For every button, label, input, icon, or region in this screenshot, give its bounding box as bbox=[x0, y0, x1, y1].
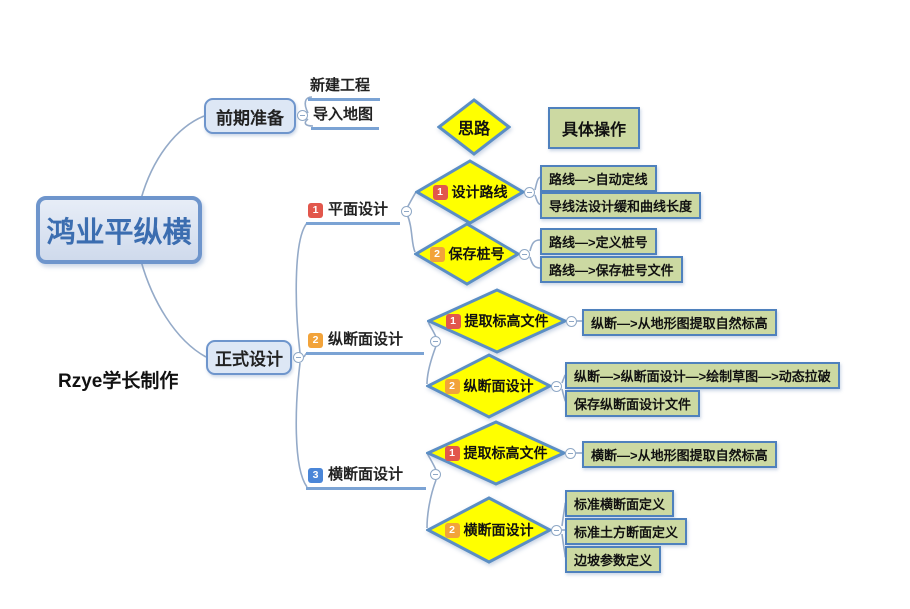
topic-new-project[interactable]: 新建工程 bbox=[308, 77, 380, 101]
op-save-profile-file-label: 保存纵断面设计文件 bbox=[574, 397, 692, 412]
collapse-handle[interactable] bbox=[524, 187, 535, 198]
op-save-profile-file[interactable]: 保存纵断面设计文件 bbox=[565, 390, 701, 417]
collapse-handle[interactable] bbox=[551, 525, 562, 536]
diamond-shape bbox=[426, 420, 566, 486]
diamond-extract-elevation-profile-label: 提取标高文件 bbox=[464, 313, 549, 329]
op-auto-route[interactable]: 路线—>自动定线 bbox=[540, 165, 657, 192]
minus-icon bbox=[527, 191, 532, 194]
branch-formal-design-label: 正式设计 bbox=[215, 350, 283, 369]
step-badge: 2 bbox=[444, 378, 460, 394]
branch-formal-design-node[interactable]: 正式设计 bbox=[206, 340, 292, 375]
section-badge: 1 bbox=[308, 202, 323, 218]
diamond-profile-design-label: 纵断面设计 bbox=[463, 378, 534, 394]
op-standard-cross-section-label: 标准横断面定义 bbox=[574, 497, 666, 512]
diamond-cross-section-design[interactable]: 2 横断面设计 bbox=[426, 496, 552, 564]
section-profile-design-label: 纵断面设计 bbox=[328, 331, 404, 348]
collapse-handle[interactable] bbox=[293, 352, 304, 363]
op-define-stake[interactable]: 路线—>定义桩号 bbox=[540, 228, 657, 255]
diamond-shape bbox=[426, 496, 552, 564]
diamond-shape bbox=[427, 288, 567, 354]
diamond-extract-elevation-profile[interactable]: 1 提取标高文件 bbox=[427, 288, 567, 354]
step-badge: 2 bbox=[444, 522, 460, 538]
branch-preparation-label: 前期准备 bbox=[216, 108, 284, 128]
watermark-text: Rzye学长制作 bbox=[58, 371, 179, 392]
diamond-profile-design[interactable]: 2 纵断面设计 bbox=[426, 353, 552, 419]
op-standard-earthwork-section-label: 标准土方断面定义 bbox=[574, 525, 679, 540]
diamond-save-stake[interactable]: 2 保存桩号 bbox=[414, 222, 520, 286]
section-profile-design[interactable]: 2 纵断面设计 bbox=[306, 331, 424, 355]
minus-icon bbox=[554, 385, 559, 388]
op-traverse-curve-length[interactable]: 导线法设计缓和曲线长度 bbox=[540, 192, 702, 219]
minus-icon bbox=[433, 340, 438, 343]
section-plane-design-label: 平面设计 bbox=[328, 201, 389, 218]
diamond-shape bbox=[415, 159, 525, 225]
op-auto-route-label: 路线—>自动定线 bbox=[549, 172, 648, 187]
op-cross-extract-elevation[interactable]: 横断—>从地形图提取自然标高 bbox=[582, 441, 777, 468]
op-slope-parameters[interactable]: 边坡参数定义 bbox=[565, 546, 662, 573]
collapse-handle[interactable] bbox=[430, 336, 441, 347]
minus-icon bbox=[404, 210, 409, 213]
section-cross-section-design-label: 横断面设计 bbox=[328, 466, 404, 483]
step-badge: 2 bbox=[429, 246, 445, 262]
op-profile-extract-elevation-label: 纵断—>从地形图提取自然标高 bbox=[591, 316, 768, 331]
op-standard-earthwork-section[interactable]: 标准土方断面定义 bbox=[565, 518, 688, 545]
section-plane-design[interactable]: 1 平面设计 bbox=[306, 201, 400, 225]
collapse-handle[interactable] bbox=[565, 448, 576, 459]
section-badge: 3 bbox=[308, 467, 323, 483]
op-save-stake-file-label: 路线—>保存桩号文件 bbox=[549, 263, 674, 278]
collapse-handle[interactable] bbox=[430, 469, 441, 480]
op-define-stake-label: 路线—>定义桩号 bbox=[549, 235, 648, 250]
step-badge: 1 bbox=[445, 313, 461, 329]
op-profile-dynamic-grade[interactable]: 纵断—>纵断面设计—>绘制草图—>动态拉破 bbox=[565, 362, 840, 389]
minus-icon bbox=[554, 529, 559, 532]
step-badge: 1 bbox=[432, 184, 448, 200]
op-profile-extract-elevation[interactable]: 纵断—>从地形图提取自然标高 bbox=[582, 309, 777, 336]
diamond-design-route-label: 设计路线 bbox=[451, 184, 508, 200]
diamond-save-stake-label: 保存桩号 bbox=[448, 246, 505, 262]
collapse-handle[interactable] bbox=[297, 110, 308, 121]
collapse-handle[interactable] bbox=[401, 206, 412, 217]
diamond-cross-section-design-label: 横断面设计 bbox=[463, 522, 534, 538]
header-operations-box[interactable]: 具体操作 bbox=[548, 107, 641, 149]
topic-new-project-label: 新建工程 bbox=[310, 77, 371, 94]
minus-icon bbox=[569, 320, 574, 323]
topic-import-map[interactable]: 导入地图 bbox=[311, 106, 379, 130]
collapse-handle[interactable] bbox=[566, 316, 577, 327]
topic-import-map-label: 导入地图 bbox=[313, 106, 374, 123]
op-save-stake-file[interactable]: 路线—>保存桩号文件 bbox=[540, 256, 683, 283]
collapse-handle[interactable] bbox=[519, 249, 530, 260]
header-thinking-label: 思路 bbox=[457, 121, 490, 138]
root-node[interactable]: 鸿业平纵横 bbox=[36, 196, 202, 264]
header-thinking-diamond[interactable]: 思路 bbox=[437, 98, 511, 156]
minus-icon bbox=[433, 473, 438, 476]
minus-icon bbox=[568, 452, 573, 455]
op-slope-parameters-label: 边坡参数定义 bbox=[574, 553, 653, 568]
section-cross-section-design[interactable]: 3 横断面设计 bbox=[306, 466, 426, 490]
op-traverse-curve-length-label: 导线法设计缓和曲线长度 bbox=[549, 199, 693, 214]
step-badge: 1 bbox=[444, 445, 460, 461]
diamond-shape bbox=[437, 98, 511, 156]
diamond-shape bbox=[426, 353, 552, 419]
diamond-extract-elevation-cross[interactable]: 1 提取标高文件 bbox=[426, 420, 566, 486]
diamond-extract-elevation-cross-label: 提取标高文件 bbox=[463, 445, 548, 461]
section-badge: 2 bbox=[308, 332, 323, 348]
collapse-handle[interactable] bbox=[551, 381, 562, 392]
root-node-label: 鸿业平纵横 bbox=[46, 217, 192, 249]
minus-icon bbox=[522, 253, 527, 256]
op-standard-cross-section[interactable]: 标准横断面定义 bbox=[565, 490, 675, 517]
diamond-design-route[interactable]: 1 设计路线 bbox=[415, 159, 525, 225]
branch-preparation-node[interactable]: 前期准备 bbox=[204, 98, 296, 134]
op-cross-extract-elevation-label: 横断—>从地形图提取自然标高 bbox=[591, 448, 768, 463]
op-profile-dynamic-grade-label: 纵断—>纵断面设计—>绘制草图—>动态拉破 bbox=[574, 369, 831, 384]
minus-icon bbox=[300, 114, 305, 117]
header-operations-label: 具体操作 bbox=[562, 122, 627, 139]
diamond-shape bbox=[414, 222, 520, 286]
minus-icon bbox=[296, 356, 301, 359]
